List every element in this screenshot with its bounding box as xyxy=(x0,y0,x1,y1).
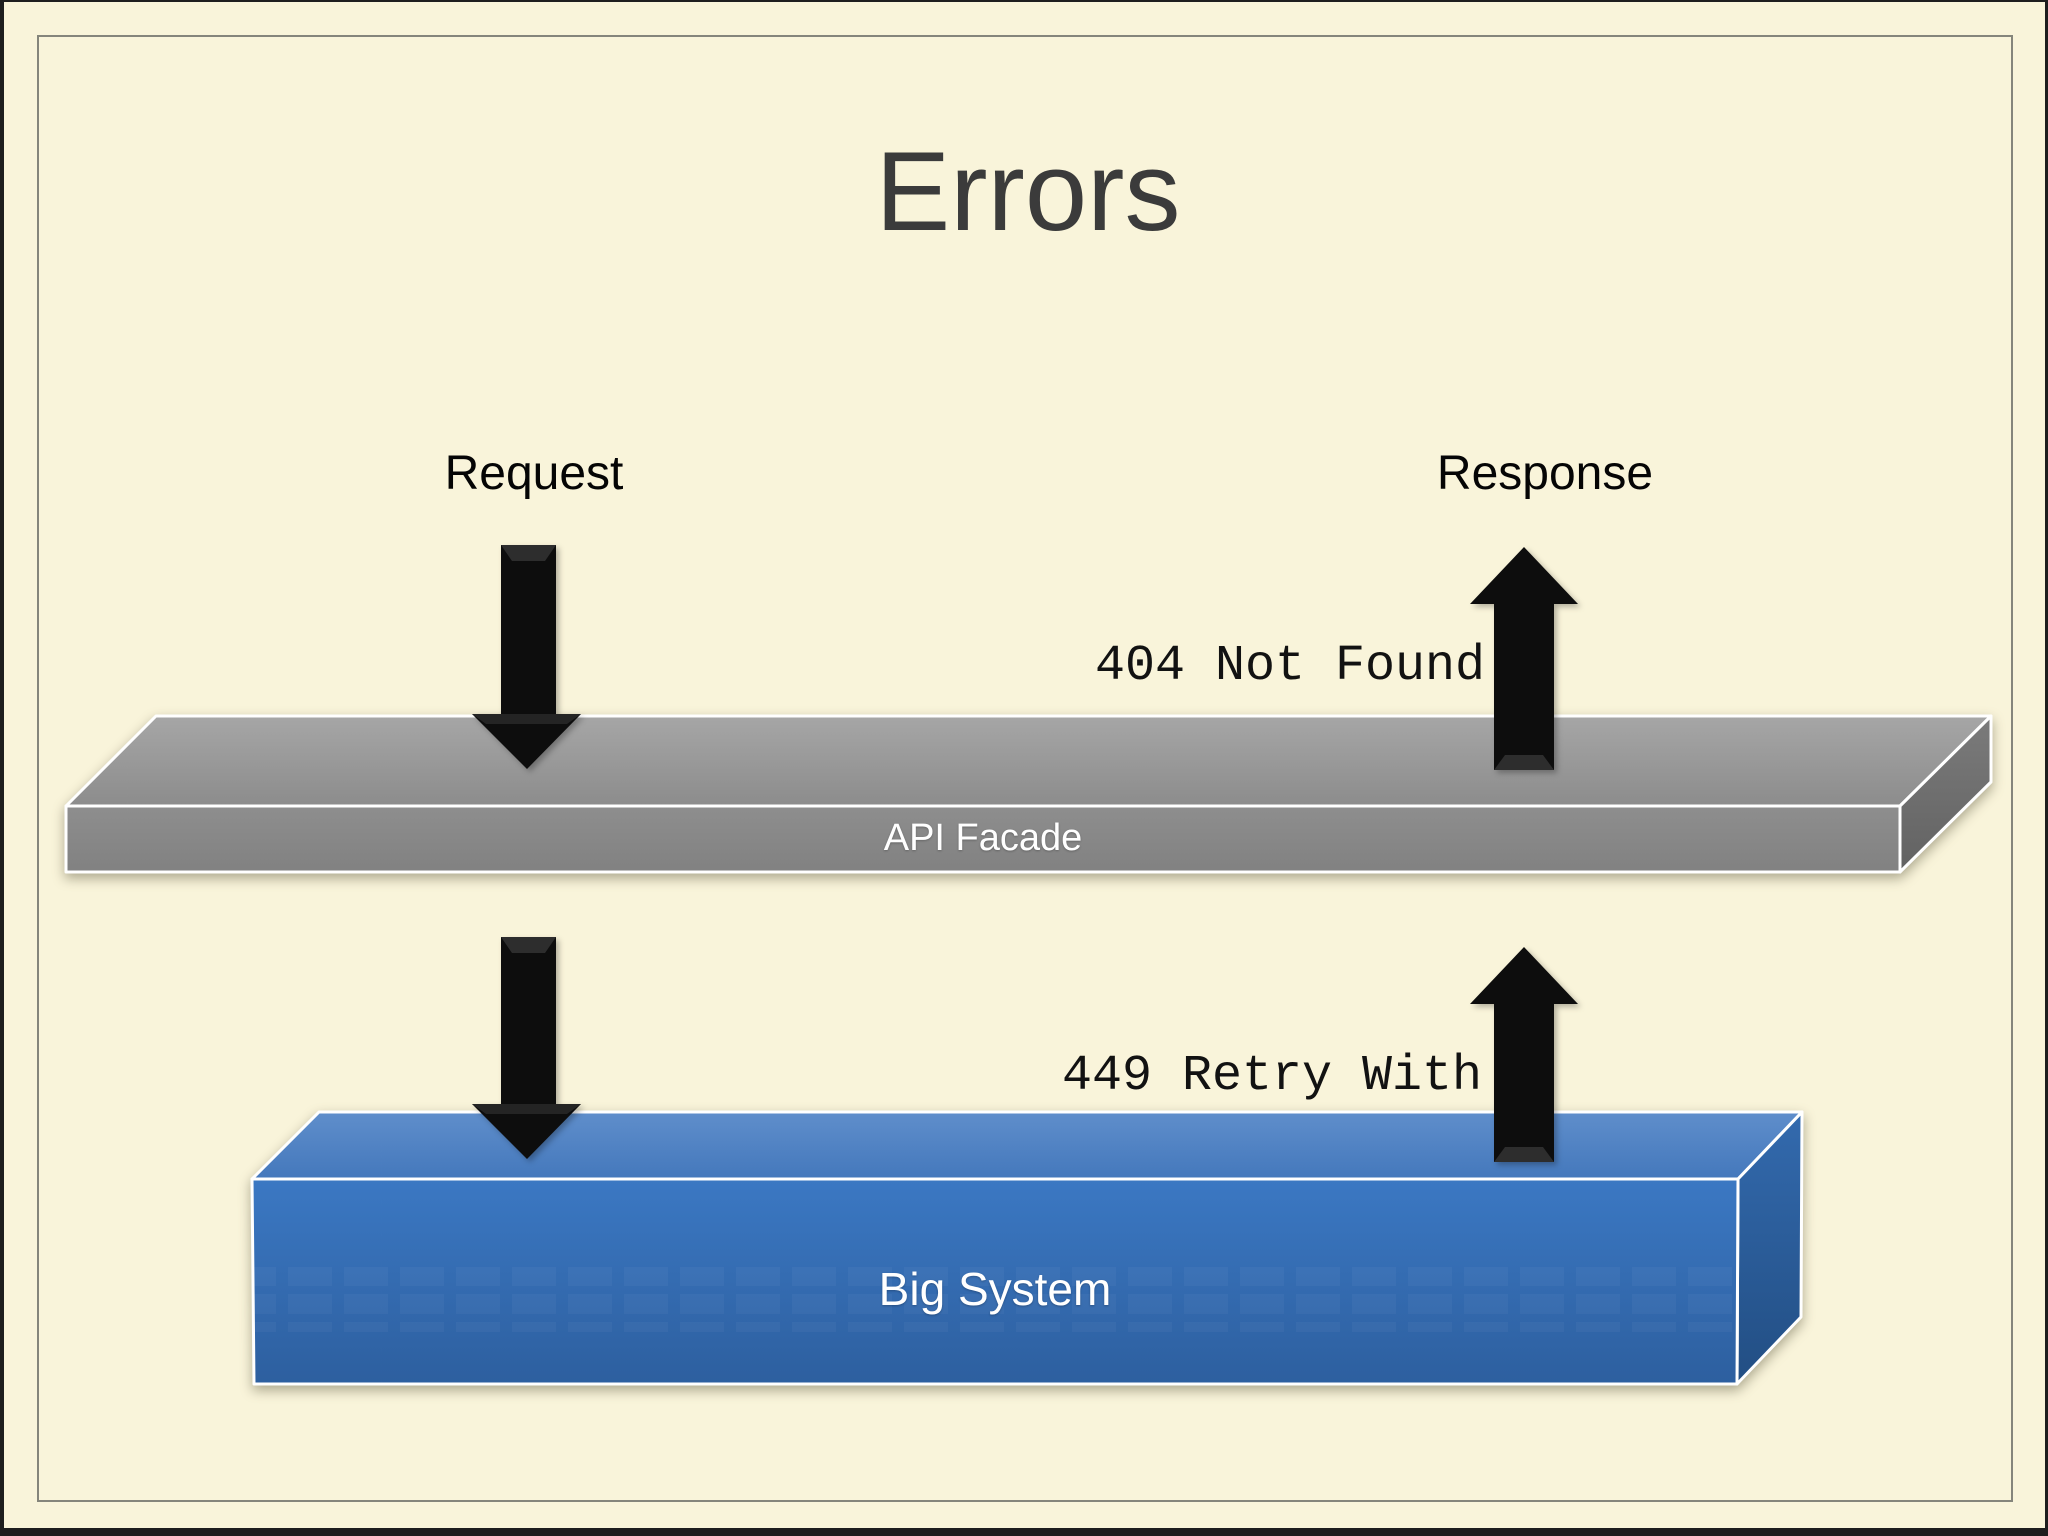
response-arrow-up-icon xyxy=(1470,547,1578,770)
system-to-facade-arrow-up-icon xyxy=(1470,947,1578,1162)
big-system-top-face xyxy=(250,1110,1804,1181)
system-error-code-label: 449 Retry With xyxy=(1061,1048,1483,1105)
big-system-front-sheen xyxy=(254,1267,1737,1332)
api-facade-front-face xyxy=(64,804,1902,874)
big-system-label: Big System xyxy=(878,1263,1112,1315)
diagram-canvas xyxy=(64,545,1993,1386)
response-label: Response xyxy=(1436,447,1654,500)
request-arrow-down-icon xyxy=(472,545,581,769)
request-label: Request xyxy=(444,447,624,500)
api-facade-top-face xyxy=(64,714,1993,808)
api-facade-label: API Facade xyxy=(883,817,1083,859)
slide-inner-frame xyxy=(37,35,2013,1502)
facade-to-system-arrow-down-icon xyxy=(472,937,581,1159)
page-title: Errors xyxy=(875,129,1181,254)
big-system-slab xyxy=(250,1110,1804,1386)
facade-error-code-label: 404 Not Found xyxy=(1094,638,1486,695)
